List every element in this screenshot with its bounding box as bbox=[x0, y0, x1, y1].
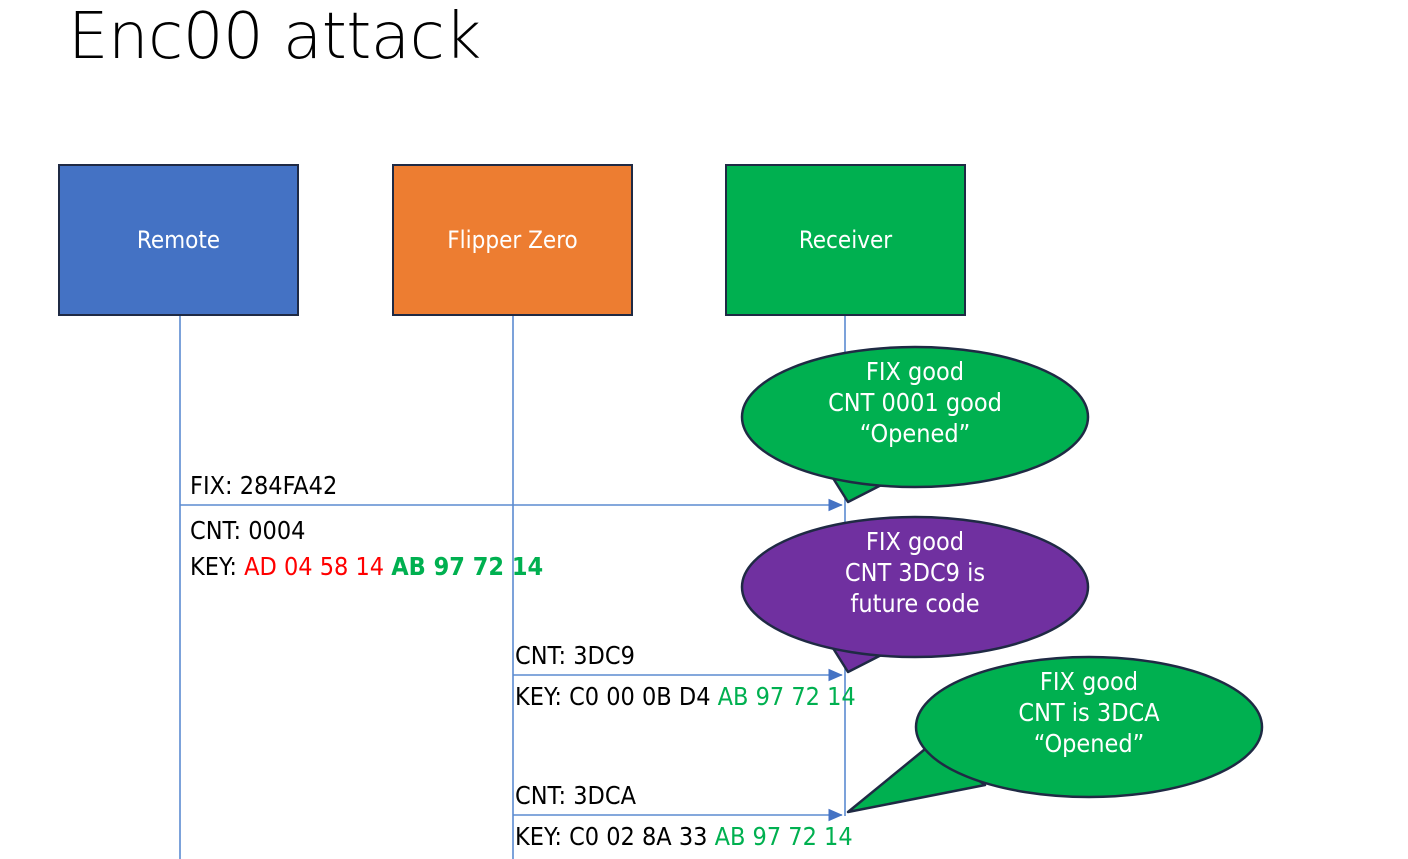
message-label-msg1-fix: FIX: 284FA42 bbox=[190, 473, 337, 498]
callout-2 bbox=[740, 515, 1090, 674]
message-arrows-group bbox=[180, 498, 843, 822]
callout-3-line: CNT is 3DCA bbox=[1018, 698, 1160, 727]
callouts-group bbox=[740, 345, 1264, 814]
callout-1-line: “Opened” bbox=[859, 419, 971, 448]
actor-label-flipper: Flipper Zero bbox=[447, 226, 578, 254]
message-segment: AB 97 72 14 bbox=[714, 822, 853, 851]
message-label-msg2-key: KEY: C0 00 0B D4 AB 97 72 14 bbox=[515, 684, 856, 709]
message-segment: AB 97 72 14 bbox=[391, 552, 544, 581]
message-label-msg3-key: KEY: C0 02 8A 33 AB 97 72 14 bbox=[515, 824, 853, 849]
callout-3-ellipse bbox=[914, 655, 1264, 799]
actor-box-flipper[interactable]: Flipper Zero bbox=[392, 164, 633, 316]
message-label-msg2-cnt: CNT: 3DC9 bbox=[515, 643, 635, 668]
actor-box-remote[interactable]: Remote bbox=[58, 164, 299, 316]
callout-1-line: CNT 0001 good bbox=[828, 388, 1002, 417]
message-segment: AB 97 72 14 bbox=[717, 682, 856, 711]
callout-2-ellipse bbox=[740, 515, 1090, 659]
callout-1-line: FIX good bbox=[865, 357, 965, 386]
message-segment: KEY: C0 00 0B D4 bbox=[515, 682, 718, 711]
message-label-msg1-cnt: CNT: 0004 bbox=[190, 518, 305, 543]
message-segment: KEY: bbox=[190, 552, 245, 581]
actor-box-receiver[interactable]: Receiver bbox=[725, 164, 966, 316]
message-label-msg1-key: KEY: AD 04 58 14 AB 97 72 14 bbox=[190, 554, 543, 579]
actor-label-remote: Remote bbox=[136, 226, 221, 254]
message-segment: CNT: 3DCA bbox=[515, 781, 636, 810]
callout-3-line: “Opened” bbox=[1033, 729, 1145, 758]
callout-1 bbox=[740, 345, 1090, 504]
message-segment: CNT: 3DC9 bbox=[515, 641, 635, 670]
message-segment: AD 04 58 14 bbox=[244, 552, 392, 581]
message-segment: FIX: 284FA42 bbox=[190, 471, 338, 500]
page-title: Enc00 attack bbox=[68, 0, 481, 74]
callout-2-line: FIX good bbox=[865, 527, 965, 556]
message-label-msg3-cnt: CNT: 3DCA bbox=[515, 783, 636, 808]
actor-label-receiver: Receiver bbox=[798, 226, 893, 254]
callout-3-line: FIX good bbox=[1039, 667, 1139, 696]
callout-1-ellipse bbox=[740, 345, 1090, 489]
callout-2-line: CNT 3DC9 is bbox=[844, 558, 986, 587]
callout-2-line: future code bbox=[850, 589, 980, 618]
callout-3 bbox=[846, 655, 1264, 814]
message-segment: CNT: 0004 bbox=[190, 516, 306, 545]
message-segment: KEY: C0 02 8A 33 bbox=[515, 822, 715, 851]
